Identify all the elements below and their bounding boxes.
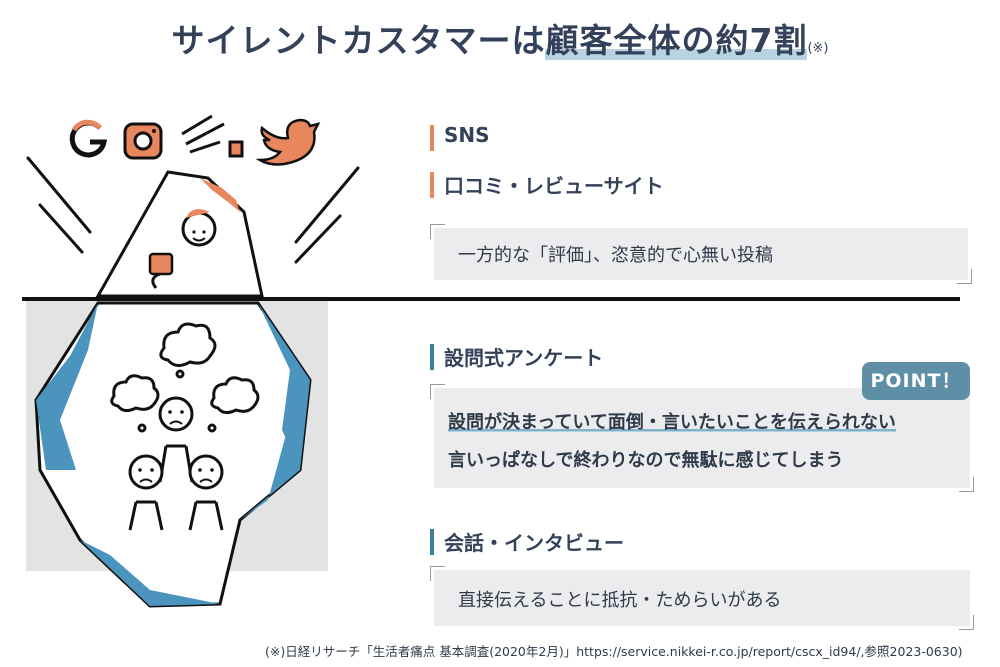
survey-line-1-wrap: 設問が決まっていて面倒・言いたいことを伝えられない [448,408,896,434]
sad-person-icons [128,396,224,531]
instagram-icon [123,122,163,160]
thought-clouds [110,322,260,433]
survey-line-1: 設問が決まっていて面倒・言いたいことを伝えられない [448,412,896,433]
label-survey: 設問式アンケート [430,342,603,371]
point-badge: POINT！ [862,362,970,400]
burst-lines [26,156,360,264]
survey-line-2: 言いっぱなしで終わりなので無駄に感じてしまう [448,450,844,471]
title-note: (※) [807,41,829,56]
label-interview: 会話・インタビュー [430,527,624,556]
interview-comment-box [430,566,974,630]
iceberg-tip [95,170,264,298]
interview-comment-text: 直接伝えることに抵抗・ためらいがある [458,590,782,611]
person-above-icon [148,209,217,289]
above-comment-box [430,224,972,284]
page-title: サイレントカスタマーは顧客全体の約7割(※) [0,14,1000,62]
iceberg-tip-accent [200,178,240,212]
survey-comment-box [430,384,974,492]
footnote-source: (※)日経リサーチ「生活者痛点 基本調査(2020年2月)」https://se… [265,644,963,659]
sad-face-features [138,410,214,472]
google-icon [69,119,108,158]
title-main: サイレントカスタマーは [171,21,546,60]
label-review-site: 口コミ・レビューサイト [430,170,664,199]
title-highlight: 顧客全体の約7割 [545,21,808,60]
label-sns: SNS [430,123,490,151]
waterline-divider [22,297,960,301]
twitter-icon [255,118,321,166]
above-comment-text: 一方的な「評価」、恣意的で心無い投稿 [458,245,773,266]
hand-typing-icon [181,114,244,158]
